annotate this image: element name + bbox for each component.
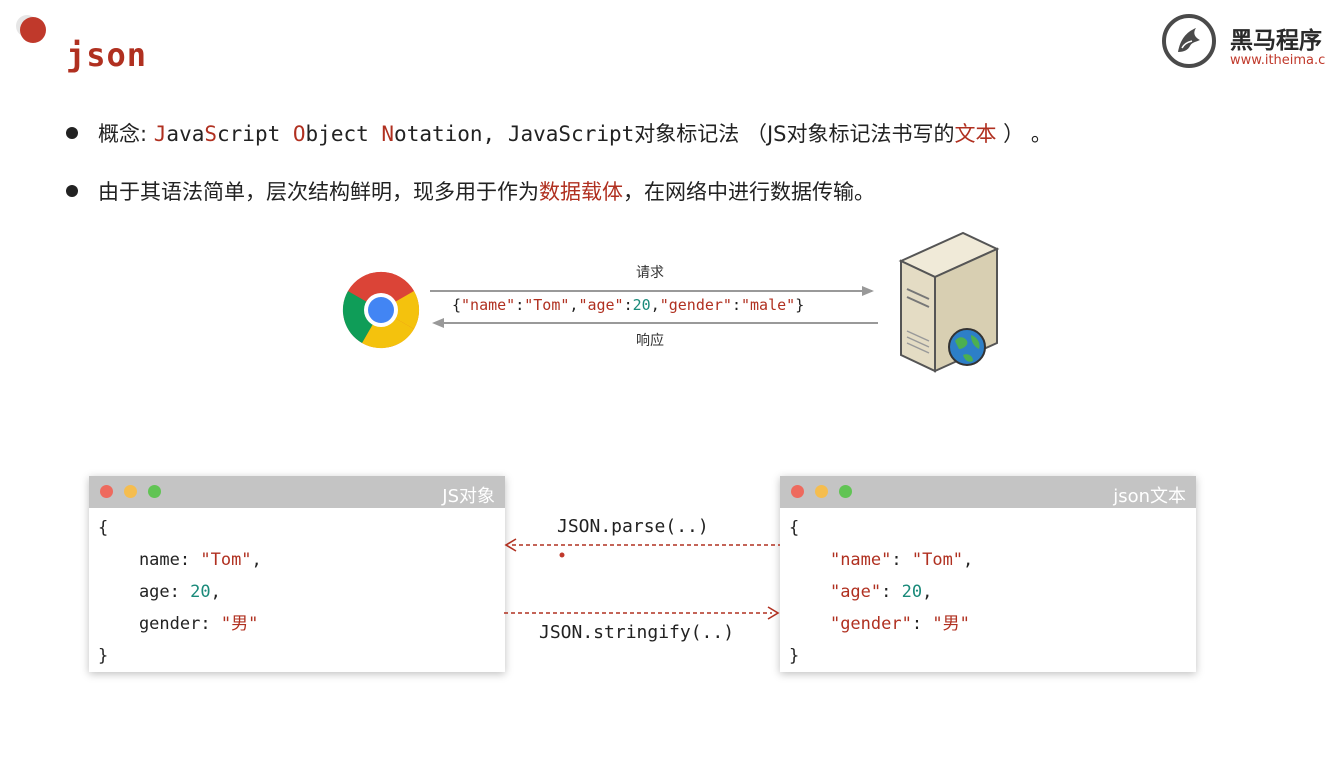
maximize-dot-icon (839, 485, 852, 498)
server-icon (893, 231, 1003, 376)
brand-url: www.itheima.c (1230, 53, 1326, 68)
json-parse-label: JSON.parse(..) (557, 516, 709, 537)
bullet-usage: 由于其语法简单，层次结构鲜明，现多用于作为数据载体，在网络中进行数据传输。 (66, 176, 875, 206)
js-object-code: { name: "Tom", age: 20, gender: "男" } (98, 518, 262, 666)
window-title-bar: JS对象 (89, 476, 505, 508)
maximize-dot-icon (148, 485, 161, 498)
bullet-concept: 概念: JavaScript Object Notation, JavaScri… (66, 118, 1052, 148)
close-dot-icon (100, 485, 113, 498)
bullet-dot (66, 185, 78, 197)
minimize-dot-icon (124, 485, 137, 498)
page-title: json (66, 36, 148, 74)
bullet-dot (66, 127, 78, 139)
json-stringify-label: JSON.stringify(..) (539, 622, 735, 643)
request-response-arrows (430, 286, 878, 328)
chrome-browser-icon (342, 271, 420, 349)
brand-logo: 黑马程序 www.itheima.c (1160, 12, 1336, 74)
minimize-dot-icon (815, 485, 828, 498)
window-title-bar: json文本 (780, 476, 1196, 508)
horse-logo-icon (1162, 14, 1216, 68)
window-title: json文本 (1113, 486, 1186, 507)
request-json-text: {"name":"Tom","age":20,"gender":"male"} (452, 296, 805, 314)
js-object-window: JS对象 { name: "Tom", age: 20, gender: "男"… (89, 476, 505, 672)
window-title: JS对象 (442, 486, 495, 507)
slide-decoration-dot (20, 17, 46, 43)
response-label: 响应 (636, 333, 664, 349)
conversion-arrows (504, 538, 780, 620)
brand-name: 黑马程序 (1230, 28, 1322, 54)
request-label: 请求 (636, 265, 664, 281)
json-text-window: json文本 { "name": "Tom", "age": 20, "gend… (780, 476, 1196, 672)
json-text-code: { "name": "Tom", "age": 20, "gender": "男… (789, 518, 974, 666)
close-dot-icon (791, 485, 804, 498)
